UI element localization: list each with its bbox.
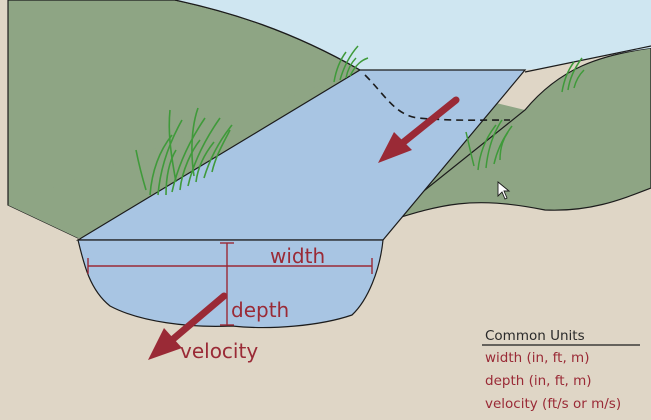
surface-flow-arrow-icon xyxy=(378,96,460,163)
flow-dashed-line xyxy=(364,74,511,121)
depth-label: depth xyxy=(231,298,289,322)
grass-right-icon xyxy=(465,119,513,171)
common-units-legend: Common Units width (in, ft, m) depth (in… xyxy=(482,328,640,412)
units-velocity-line: velocity (ft/s or m/s) xyxy=(485,396,621,412)
grass-left-icon xyxy=(135,107,233,196)
sky-hill-edge-right xyxy=(524,45,651,73)
units-width-line: width (in, ft, m) xyxy=(485,350,589,366)
sky xyxy=(175,0,651,70)
sky-hill-edge-left xyxy=(174,0,361,71)
width-measure xyxy=(87,258,373,274)
velocity-label: velocity xyxy=(180,339,258,363)
grass-top-icon xyxy=(333,45,369,83)
right-bank-hill xyxy=(384,47,651,223)
units-title: Common Units xyxy=(485,328,585,344)
units-depth-line: depth (in, ft, m) xyxy=(485,373,592,389)
grass-far-right-icon xyxy=(561,57,585,93)
mouse-pointer-icon xyxy=(497,181,511,200)
channel-cross-section xyxy=(77,239,384,329)
velocity-arrow-icon xyxy=(148,292,228,360)
width-label: width xyxy=(270,244,325,268)
depth-measure xyxy=(220,242,234,326)
